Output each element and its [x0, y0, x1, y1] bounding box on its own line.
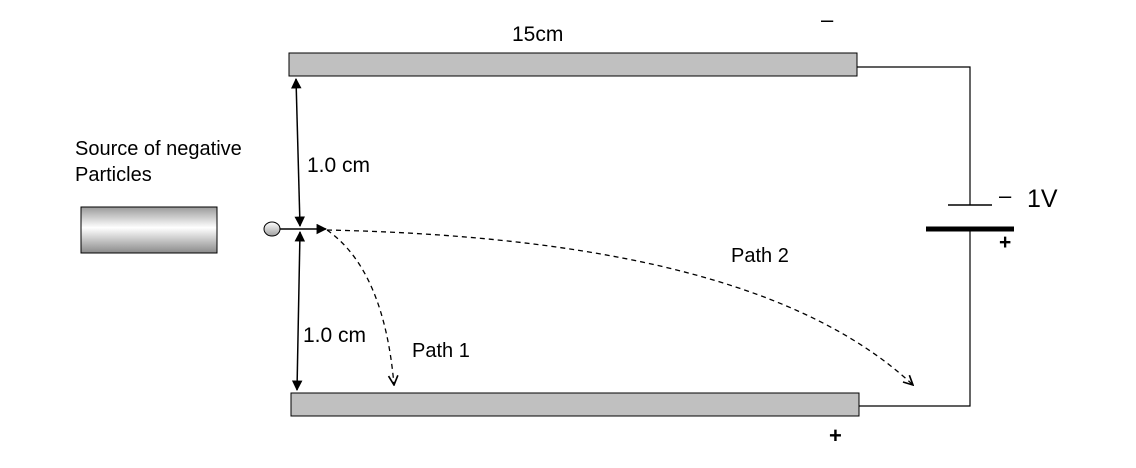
particle-source: [80, 206, 218, 254]
particle: [263, 221, 281, 237]
gap-lower-arrow: [291, 230, 306, 392]
plate-length-label: 15cm: [512, 23, 563, 46]
battery-voltage-label: 1V: [1027, 185, 1058, 213]
circuit-wire-top: [857, 66, 971, 205]
bottom-plate: [290, 392, 860, 417]
bottom-plate-sign: +: [829, 423, 842, 448]
path-1-trajectory: [326, 229, 394, 385]
source-label-line2: Particles: [75, 164, 152, 186]
circuit-wire-bottom: [859, 229, 971, 407]
gap-lower-label: 1.0 cm: [303, 324, 366, 347]
path-2-trajectory: [326, 229, 913, 385]
path-2-label: Path 2: [731, 245, 789, 267]
gap-upper-arrow: [291, 77, 305, 228]
top-plate-sign: –: [821, 7, 834, 32]
path-1-label: Path 1: [412, 340, 470, 362]
battery-negative-sign: –: [999, 183, 1012, 208]
source-label-line1: Source of negative: [75, 138, 242, 160]
gap-upper-label: 1.0 cm: [307, 154, 370, 177]
battery-positive-sign: +: [999, 231, 1011, 254]
top-plate: [288, 52, 858, 77]
